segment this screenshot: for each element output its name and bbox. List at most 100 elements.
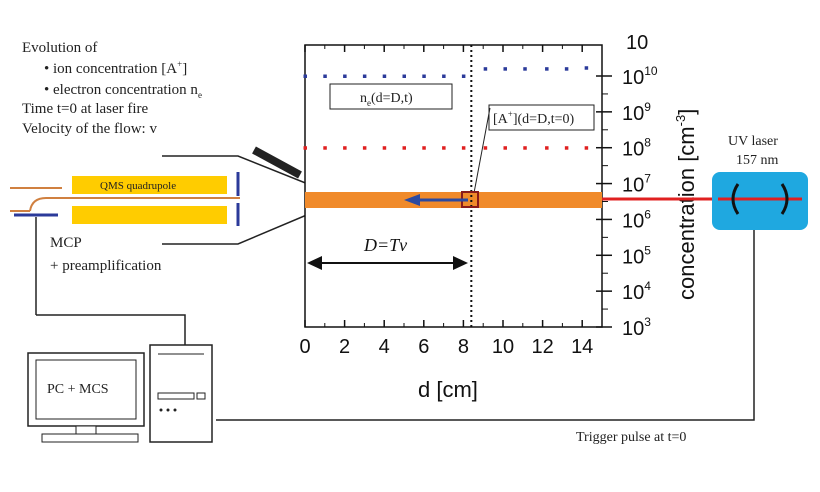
ion-annotation-pointer [473,107,491,194]
x-tick-label-10: 10 [492,336,514,358]
qms-label: QMS quadrupole [100,180,176,192]
computer: PC + MCS [27,344,213,443]
ion-point-3 [362,146,367,150]
ne-annotation: ne(d=D,t) [329,83,453,110]
intro-bullet-electron: • electron concentration ne [44,82,202,100]
distance-equation: D=Tv [363,235,407,255]
skimmer-tube [252,146,302,179]
uv-wavelength-label: 157 nm [736,153,779,168]
ion-point-2 [343,146,347,150]
ion-point-1 [323,146,327,150]
electron-point-9 [483,67,488,71]
ion-point-11 [523,146,527,150]
electron-point-11 [523,67,527,71]
distance-arrow-right-head [453,256,468,270]
tower-led-1 [159,408,163,412]
electron-point-5 [402,74,406,78]
electron-point-3 [362,74,367,78]
cone-line-bottom [162,205,329,245]
x-axis-label: d [cm] [418,377,478,402]
y-tick-label-8: 108 [622,136,651,161]
laser-mirror-left [731,183,740,215]
cone-line-top [162,155,329,193]
ion-point-4 [382,146,387,150]
ne-annotation-box [329,83,453,110]
ion-point-14 [584,146,589,150]
ion-point-7 [442,146,446,150]
intro-line-evolution: Evolution of [22,40,97,56]
x-tick-label-12: 12 [531,336,553,358]
tower-led-2 [166,408,170,412]
ion-point-12 [545,146,549,150]
qms-apparatus: QMS quadrupole MCP + preamplification [10,172,240,345]
monitor-screen [35,359,137,420]
mcp-cable-to-pc [36,314,186,345]
flow-indicator [404,191,479,208]
tower-button [196,392,206,400]
tower-drive [157,392,195,400]
tower-led-3 [173,408,177,412]
electron-series [303,66,589,78]
y-tick-label-3: 103 [622,315,651,340]
laser-mirror-right [780,183,789,215]
ion-point-9 [483,146,488,150]
uv-laser-label: UV laser [728,134,778,149]
distance-arrow: D=Tv [307,235,468,270]
ion-path-line [29,197,240,212]
electron-point-7 [442,74,446,78]
mcp-label: MCP [50,235,82,251]
electron-point-6 [422,74,426,78]
electron-point-1 [323,74,327,78]
laser-box [712,172,808,230]
y-tick-label-4: 104 [622,279,651,304]
y-tick-label-10: 1010 [622,64,658,89]
electron-point-4 [382,74,387,78]
ion-annotation-text: [A+](d=D,t=0) [493,109,574,127]
y-tick-label-7: 107 [622,172,651,197]
electron-point-14 [584,66,589,70]
y-axis-label: concentration [cm-3] [673,109,699,300]
qms-rod-bottom [72,206,227,224]
ne-annotation-text: ne(d=D,t) [360,91,413,108]
ion-point-10 [503,146,507,150]
ion-annotation-box [488,104,595,131]
x-tick-label-8: 8 [458,336,469,358]
qms-rod-top [72,176,227,194]
ion-point-8 [461,146,466,150]
electron-point-2 [343,74,347,78]
ion-point-5 [402,146,406,150]
pc-label: PC + MCS [47,382,109,397]
uv-laser: UV laser 157 nm Trigger pulse at t=0 [216,134,808,445]
monitor-stand [41,433,139,443]
intro-line-velocity: Velocity of the flow: v [22,121,157,137]
trigger-label: Trigger pulse at t=0 [576,430,686,445]
electron-point-10 [503,67,507,71]
ion-series [303,146,589,150]
electron-point-8 [461,74,466,78]
x-tick-label-14: 14 [571,336,593,358]
electron-point-13 [564,67,569,71]
trigger-cable [216,230,755,421]
y-tick-label-5: 105 [622,243,651,268]
electron-point-0 [303,74,307,78]
x-tick-label-4: 4 [379,336,390,358]
y-tick-label-top-partial: 10 [626,32,648,54]
ion-annotation: [A+](d=D,t=0) [473,104,595,194]
ion-point-13 [564,146,569,150]
x-tick-label-2: 2 [339,336,350,358]
flow-arrow-head [404,194,420,206]
electron-point-12 [545,67,549,71]
intro-line-time: Time t=0 at laser fire [22,101,149,117]
distance-arrow-left-head [307,256,322,270]
ion-point-0 [303,146,307,150]
intro-bullet-ion: • ion concentration [A+] [44,59,187,77]
monitor-neck [75,425,97,435]
x-tick-label-0: 0 [299,336,310,358]
skimmer-cone [162,146,329,245]
intro-text: Evolution of • ion concentration [A+] • … [22,40,202,137]
y-tick-label-9: 109 [622,100,651,125]
